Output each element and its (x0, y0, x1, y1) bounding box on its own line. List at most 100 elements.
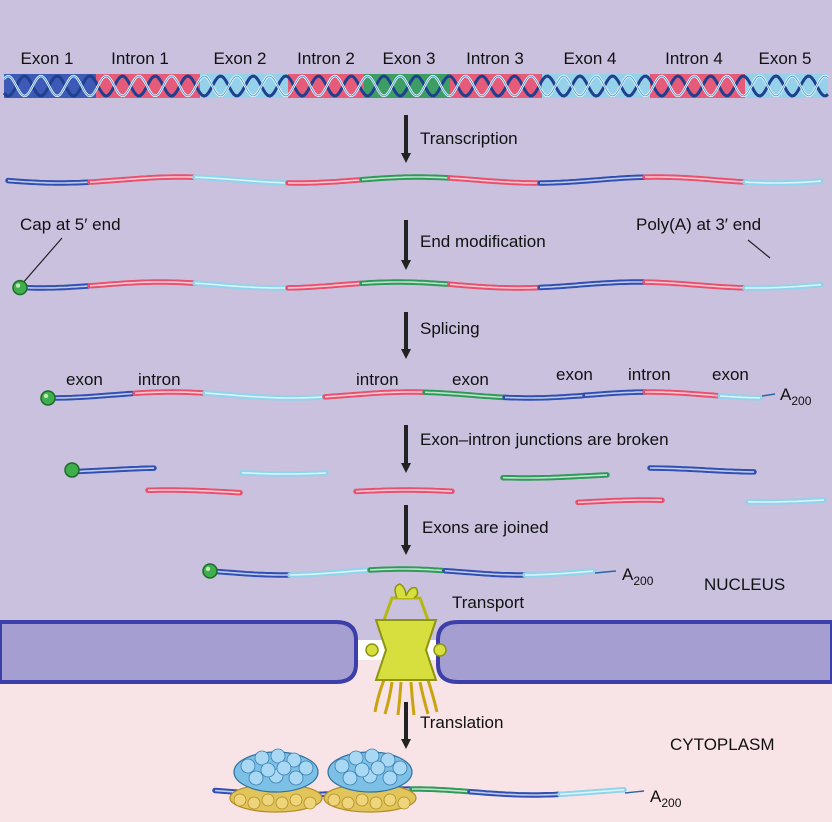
rna-segment-highlight (194, 176, 288, 184)
pore-knot (394, 583, 419, 599)
splice-label-intron: intron (138, 370, 181, 389)
five-prime-cap (64, 462, 80, 478)
rna-segment-highlight (204, 392, 326, 399)
polya-tail-count: 200 (661, 796, 681, 810)
splice-label-intron: intron (356, 370, 399, 389)
ribosome-rna-granule (298, 760, 314, 776)
gene-label-exon-3: Exon 3 (383, 49, 436, 68)
polya-tail-label: A200 (780, 385, 812, 408)
pore-ring-right (433, 643, 447, 657)
rna-segment-highlight (540, 176, 645, 184)
rna-segment-highlight (289, 569, 371, 576)
ribosome (229, 748, 323, 813)
gene-label-intron-1: Intron 1 (111, 49, 169, 68)
step-label-transcription: Transcription (420, 129, 518, 148)
cap-annotation: Cap at 5′ end (20, 215, 121, 234)
gene-label-exon-2: Exon 2 (214, 49, 267, 68)
rna-segment-highlight (645, 391, 718, 397)
rna-segment-highlight (287, 179, 361, 184)
ribosome-protein-granule (233, 793, 247, 807)
pore-filaments (373, 679, 439, 716)
rna-segment-highlight (19, 285, 89, 289)
polya-leader-line (747, 239, 771, 259)
polya-tail-label: A200 (622, 565, 654, 588)
rna-segment-highlight (369, 568, 443, 572)
ribosome-protein-granule (355, 793, 369, 807)
rna-segment-highlight (48, 392, 133, 399)
cap-leader-line (21, 237, 63, 285)
rna-segment-highlight (559, 789, 625, 796)
cap-highlight (15, 283, 21, 288)
pore-body (374, 619, 438, 681)
rna-segment-highlight (524, 570, 594, 576)
dna-region (745, 74, 828, 98)
rna-segment-highlight (719, 395, 761, 399)
splice-label-exon: exon (66, 370, 103, 389)
ribosome-protein-granule (247, 796, 261, 810)
polya-tail-label: A200 (650, 787, 682, 810)
step-label-transport: Transport (452, 593, 524, 612)
polya-tail-line (594, 570, 617, 574)
rna-segment-highlight (355, 489, 453, 493)
ribosome-rna-granule (348, 750, 364, 766)
ribosomes (229, 748, 417, 813)
rna-segment-highlight (449, 177, 538, 184)
ribosome-protein-granule (261, 793, 275, 807)
rna-segment-highlight (584, 391, 646, 397)
rna-segment-highlight (69, 467, 155, 473)
five-prime-cap (40, 390, 56, 406)
polya-tail-line (761, 393, 776, 397)
cap-highlight (205, 566, 211, 572)
polya-annotation: Poly(A) at 3′ end (636, 215, 761, 234)
gene-label-intron-4: Intron 4 (665, 49, 723, 68)
rna-segment-highlight (645, 281, 746, 289)
gene-labels: Exon 1 Intron 1 Exon 2 Intron 2 Exon 3 I… (21, 49, 812, 68)
polya-tail-a: A (650, 787, 662, 806)
capped-transcript (12, 279, 824, 296)
ribosome-rna-granule (382, 770, 398, 786)
nuclear-membrane (0, 620, 832, 684)
rna-segment-highlight (424, 391, 506, 399)
polya-tail-a: A (622, 565, 634, 584)
step-label-exons-joined: Exons are joined (422, 518, 549, 537)
pore-ring-left (365, 643, 379, 657)
ribosome-rna-granule (334, 758, 350, 774)
rna-segment-highlight (361, 176, 451, 181)
ribosome-rna-granule (270, 748, 286, 764)
ribosome-protein-granule (289, 793, 303, 807)
spliceosome-transcript (40, 389, 776, 406)
rna-segment-highlight (147, 489, 241, 494)
gene-label-intron-2: Intron 2 (297, 49, 355, 68)
rna-segment-highlight (324, 391, 426, 398)
ribosome-protein-granule (341, 796, 355, 810)
polya-tail-line (624, 790, 645, 794)
gene-label-intron-3: Intron 3 (466, 49, 524, 68)
rna-segment-highlight (444, 569, 525, 576)
polya-tail-count: 200 (791, 394, 811, 408)
ribosome-rna-granule (286, 752, 302, 768)
rna-segment-highlight (747, 499, 825, 503)
dna-double-helix (2, 74, 829, 98)
rna-segment-highlight (539, 281, 644, 289)
cap-highlight (43, 393, 49, 399)
cytoplasm-region (0, 660, 832, 822)
ribosome (323, 748, 417, 813)
rna-segment-highlight (194, 282, 288, 289)
dna-strand (2, 74, 829, 98)
nucleus-region (0, 0, 832, 640)
rna-segment-highlight (89, 176, 195, 183)
rna-segment-highlight (7, 179, 89, 184)
step-label-translation: Translation (420, 713, 503, 732)
gene-label-exon-4: Exon 4 (564, 49, 617, 68)
rna-segment-highlight (241, 472, 327, 475)
rna-segment-highlight (577, 499, 663, 504)
ribosome-rna-granule (288, 770, 304, 786)
ribosome-protein-granule (369, 796, 383, 810)
rna-segment-highlight (209, 570, 290, 576)
ribosome-protein-granule (383, 793, 397, 807)
rna-segment-highlight (449, 283, 539, 289)
ribosome-protein-granule (327, 793, 341, 807)
five-prime-cap (202, 563, 218, 579)
step-label-end-modification: End modification (420, 232, 546, 251)
